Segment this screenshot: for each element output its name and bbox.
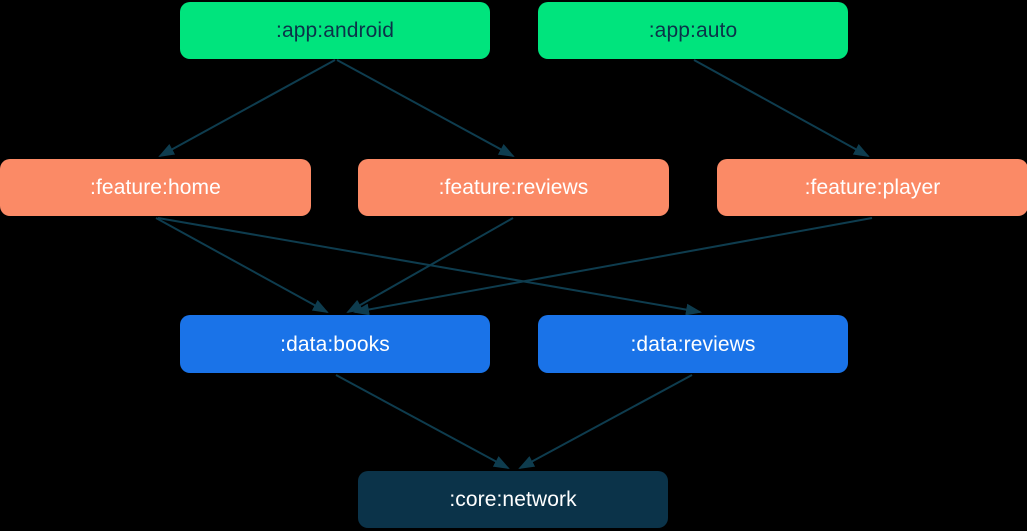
edge-data-reviews-to-core-network — [518, 374, 693, 469]
edge-app-android-to-feature-home — [158, 59, 336, 157]
edge-feature-reviews-to-data-books — [346, 217, 514, 313]
node-data-books[interactable]: :data:books — [180, 315, 490, 373]
node-label-feature-reviews: :feature:reviews — [438, 176, 589, 199]
edge-app-auto-to-feature-player — [693, 59, 870, 157]
node-app-android[interactable]: :app:android — [180, 2, 490, 59]
node-label-feature-player: :feature:player — [804, 176, 941, 199]
node-feature-player[interactable]: :feature:player — [717, 159, 1027, 216]
node-data-reviews[interactable]: :data:reviews — [538, 315, 848, 373]
edge-feature-player-to-data-books — [353, 217, 873, 316]
node-label-data-reviews: :data:reviews — [630, 332, 756, 356]
node-label-app-android: :app:android — [276, 19, 394, 42]
node-label-feature-home: :feature:home — [90, 176, 221, 199]
edge-data-books-to-core-network — [335, 374, 510, 469]
node-feature-reviews[interactable]: :feature:reviews — [358, 159, 669, 216]
node-label-data-books: :data:books — [280, 332, 390, 356]
node-app-auto[interactable]: :app:auto — [538, 2, 848, 59]
edge-feature-home-to-data-books — [155, 217, 329, 313]
edges-group — [155, 59, 873, 469]
edge-feature-home-to-data-reviews — [157, 217, 702, 316]
node-label-core-network: :core:network — [449, 488, 577, 511]
node-core-network[interactable]: :core:network — [358, 471, 668, 528]
node-feature-home[interactable]: :feature:home — [0, 159, 311, 216]
edge-app-android-to-feature-reviews — [336, 59, 515, 157]
node-label-app-auto: :app:auto — [648, 19, 738, 42]
